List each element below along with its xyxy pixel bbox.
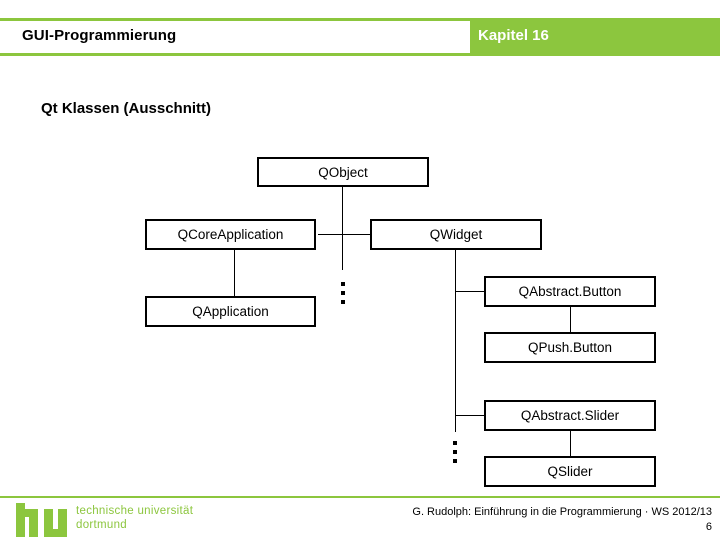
class-node-qabstractslider: QAbstract.Slider (484, 400, 656, 431)
tu-logo-mark-icon (16, 503, 67, 537)
header-right-band (470, 18, 720, 56)
connector-qabstractslider-qslider (570, 431, 571, 456)
header-title: GUI-Programmierung (22, 27, 177, 44)
class-node-label: QWidget (429, 227, 483, 242)
tu-logo-wordmark: technische universität dortmund (76, 505, 193, 532)
connector-qwidget-qabstractslider (455, 415, 484, 416)
connector-qobject-children-bar (318, 234, 370, 235)
class-node-label: QAbstract.Button (518, 284, 622, 299)
footer-divider (0, 496, 720, 498)
connector-qwidget-trunk (455, 250, 456, 432)
tu-logo-line2: dortmund (76, 518, 127, 531)
class-node-qslider: QSlider (484, 456, 656, 487)
class-node-label: QApplication (192, 304, 269, 319)
page-title: Qt Klassen (Ausschnitt) (41, 100, 212, 117)
connector-qwidget-qabstractbutton (455, 291, 484, 292)
class-node-qapplication: QApplication (145, 296, 316, 327)
page-number: 6 (705, 521, 712, 533)
class-node-label: QSlider (547, 464, 593, 479)
class-node-qwidget: QWidget (370, 219, 542, 250)
slide-header: GUI-Programmierung Kapitel 16 (0, 18, 720, 56)
class-node-label: QAbstract.Slider (520, 408, 620, 423)
class-node-qabstractbutton: QAbstract.Button (484, 276, 656, 307)
ellipsis-qobject-children-icon (341, 282, 345, 309)
header-chapter-label: Kapitel 16 (478, 27, 549, 44)
class-node-label: QCoreApplication (177, 227, 284, 242)
class-node-label: QPush.Button (527, 340, 613, 355)
footer-credit-text: G. Rudolph: Einführung in die Programmie… (412, 506, 712, 518)
tu-logo-line1: technische universität (76, 505, 194, 517)
class-node-qobject: QObject (257, 157, 429, 187)
connector-qabstractbutton-qpushbutton (570, 307, 571, 332)
class-node-qpushbutton: QPush.Button (484, 332, 656, 363)
tu-dortmund-logo: technische universität dortmund (14, 503, 204, 537)
connector-qcoreapplication-qapplication (234, 250, 235, 296)
class-node-qcoreapplication: QCoreApplication (145, 219, 316, 250)
class-node-label: QObject (318, 164, 368, 180)
header-left-band (0, 18, 470, 56)
ellipsis-qwidget-children-icon (453, 441, 457, 468)
connector-qobject-trunk (342, 187, 343, 270)
